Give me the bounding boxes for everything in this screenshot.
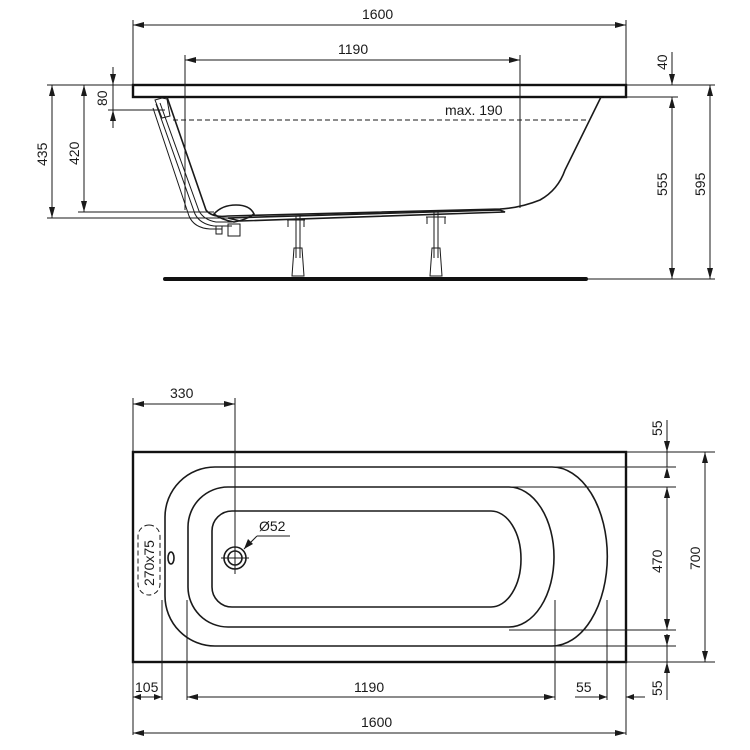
plan-left-rim-label: 105	[135, 679, 159, 695]
height-under-rim-label: 555	[654, 172, 670, 196]
overflow-pipe	[155, 103, 232, 227]
plan-overall-length-label: 1600	[361, 714, 392, 730]
inner-depth-label: 420	[66, 141, 82, 165]
side-inner-length-label: 1190	[338, 41, 368, 57]
plan-inner-length-label: 1190	[354, 679, 384, 695]
support-leg-right	[426, 212, 446, 277]
plan-right-rim-label: 55	[576, 679, 592, 695]
plan-inner-width-label: 470	[649, 549, 665, 573]
tub-rim	[131, 83, 628, 99]
rim-thickness-label: 40	[654, 54, 670, 70]
waste-height-label: 435	[34, 142, 50, 166]
overflow-hole	[167, 551, 175, 565]
plan-bottom-rim-label: 55	[649, 680, 665, 696]
waste-trap	[227, 223, 241, 237]
tub-outline-plan	[131, 450, 628, 664]
side-overall-length-label: 1600	[362, 6, 393, 22]
waste-outlet-inner	[227, 550, 243, 566]
plan-top-rim-label: 55	[649, 420, 665, 436]
tap-hole-label: 270x75	[141, 540, 157, 586]
tap-hole-outline	[137, 524, 161, 596]
tub-base-plate	[227, 209, 506, 222]
overflow-pipe-outer	[152, 107, 222, 230]
total-height-label: 595	[692, 172, 708, 196]
bowl-outer-contour	[164, 466, 609, 647]
plan-view: Ø52 270x75 330 55 470 55 700	[131, 385, 715, 736]
waste-offset-label: 330	[170, 385, 194, 401]
overflow-offset-label: 80	[94, 90, 110, 106]
bowl-inner-contour	[211, 510, 522, 608]
waste-diameter-label: Ø52	[259, 518, 286, 534]
support-leg-left	[287, 216, 305, 277]
tub-body-outline	[166, 96, 602, 218]
overflow-fitting	[154, 97, 171, 119]
waste-connector	[215, 225, 223, 235]
waste-plug	[212, 204, 255, 223]
bowl-middle-contour	[187, 486, 555, 628]
plan-overall-width-label: 700	[687, 546, 703, 570]
waste-outlet	[223, 546, 247, 570]
max-water-level-label: max. 190	[445, 102, 503, 118]
side-view: max. 190 1600 1190 435 420 80	[34, 6, 715, 281]
